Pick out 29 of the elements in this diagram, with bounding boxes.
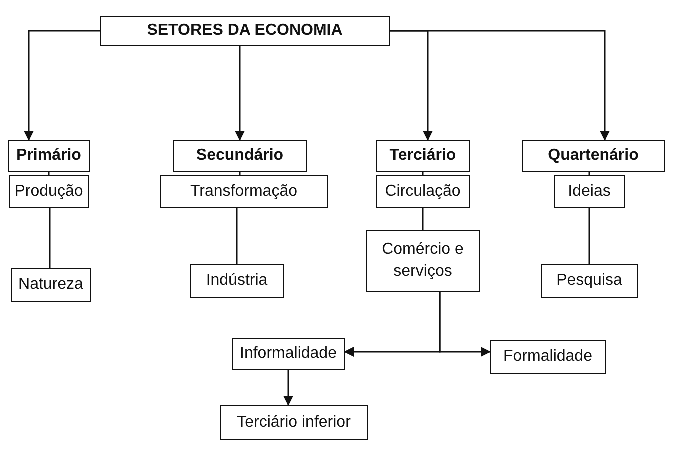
category-box: Terciário xyxy=(376,140,470,172)
concept-box: Comércio e serviços xyxy=(366,230,480,292)
concept-box: Natureza xyxy=(11,268,91,302)
arrow xyxy=(24,30,100,141)
concept-box: Informalidade xyxy=(232,338,345,370)
category-box: SETORES DA ECONOMIA xyxy=(100,16,390,46)
arrow xyxy=(439,292,491,357)
arrow xyxy=(390,30,610,141)
connector-line xyxy=(422,172,424,175)
connector-line xyxy=(48,172,50,175)
arrow xyxy=(235,46,245,141)
concept-box: Terciário inferior xyxy=(220,405,368,440)
concept-box: Indústria xyxy=(190,264,284,298)
connector-line xyxy=(239,172,241,175)
arrow xyxy=(284,370,294,406)
concept-box: Produção xyxy=(9,175,89,208)
concept-box: Transformação xyxy=(160,175,328,208)
concept-box: Circulação xyxy=(376,175,470,208)
category-box: Secundário xyxy=(173,140,307,172)
concept-box: Ideias xyxy=(554,175,625,208)
concept-box: Formalidade xyxy=(490,340,606,374)
category-box: Primário xyxy=(8,140,90,172)
connector-line xyxy=(588,172,590,175)
concept-box: Pesquisa xyxy=(541,264,638,298)
connector-line xyxy=(236,208,238,264)
connector-line xyxy=(49,208,51,268)
connector-line xyxy=(422,208,424,230)
category-box: Quartenário xyxy=(522,140,665,172)
connector-line xyxy=(588,208,590,264)
